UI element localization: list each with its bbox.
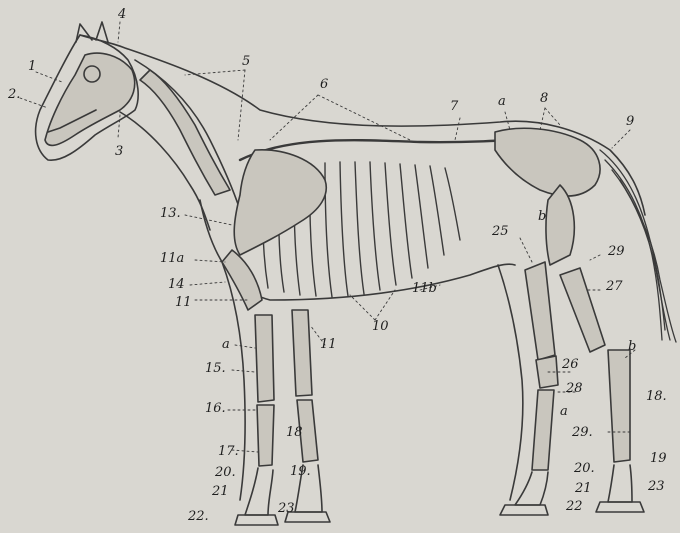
label-11-belly: 11: [320, 338, 337, 351]
label-11b: 11b: [412, 282, 437, 295]
cannon-hind: [532, 390, 554, 470]
label-18-front: 18: [286, 426, 303, 439]
hoof-hind-far: [596, 502, 644, 512]
label-21-hind: 21: [575, 482, 592, 495]
femur: [546, 185, 574, 265]
hoof-front: [235, 515, 278, 525]
cannon-front: [257, 405, 274, 466]
tibia-far: [560, 268, 605, 352]
label-7: 7: [450, 100, 458, 113]
label-11-front: 11: [175, 296, 192, 309]
label-17: 17.: [218, 445, 239, 458]
label-18-hind: 18.: [646, 390, 667, 403]
pelvis: [495, 128, 600, 196]
label-23-hind: 23: [648, 480, 665, 493]
label-3: 3: [115, 145, 123, 158]
label-28: 28: [566, 382, 583, 395]
label-19-hind: 19: [650, 452, 667, 465]
label-a-front: a: [222, 338, 230, 351]
label-a-top: a: [498, 95, 506, 108]
label-21-front: 21: [212, 485, 229, 498]
label-13: 13.: [160, 207, 181, 220]
hind-leg-outline: [498, 265, 523, 500]
pastern-hind-far: [608, 465, 632, 502]
label-23-front: 23: [278, 502, 295, 515]
label-22-front: 22.: [188, 510, 209, 523]
label-29-hind: 29.: [572, 426, 593, 439]
hoof-hind: [500, 505, 548, 515]
label-10: 10: [372, 320, 389, 333]
label-19-front: 19.: [290, 465, 311, 478]
label-8: 8: [540, 92, 548, 105]
label-11a: 11a: [160, 252, 184, 265]
label-27: 27: [606, 280, 623, 293]
label-a-hind: a: [560, 405, 568, 418]
label-6: 6: [320, 78, 328, 91]
label-22-hind: 22: [566, 500, 583, 513]
label-1: 1: [28, 60, 36, 73]
pastern-front: [245, 468, 273, 515]
tibia: [525, 262, 555, 360]
label-15: 15.: [205, 362, 226, 375]
scapula: [234, 150, 326, 255]
label-5: 5: [242, 55, 250, 68]
radius-front-far: [292, 310, 312, 396]
label-b-right: b: [628, 340, 636, 353]
label-25: 25: [492, 225, 509, 238]
label-14: 14: [168, 278, 185, 291]
cannon-hind-far: [608, 350, 630, 462]
pastern-hind: [515, 472, 548, 505]
label-29-tail: 29: [608, 245, 625, 258]
label-9: 9: [626, 115, 634, 128]
label-4: 4: [118, 8, 126, 21]
label-26: 26: [562, 358, 579, 371]
label-2: 2.: [8, 88, 20, 101]
label-20-front: 20.: [215, 466, 236, 479]
label-20-hind: 20.: [574, 462, 595, 475]
ear-left: [76, 24, 92, 42]
label-b-hip: b: [538, 210, 546, 223]
radius-front: [255, 315, 274, 402]
label-16: 16.: [205, 402, 226, 415]
